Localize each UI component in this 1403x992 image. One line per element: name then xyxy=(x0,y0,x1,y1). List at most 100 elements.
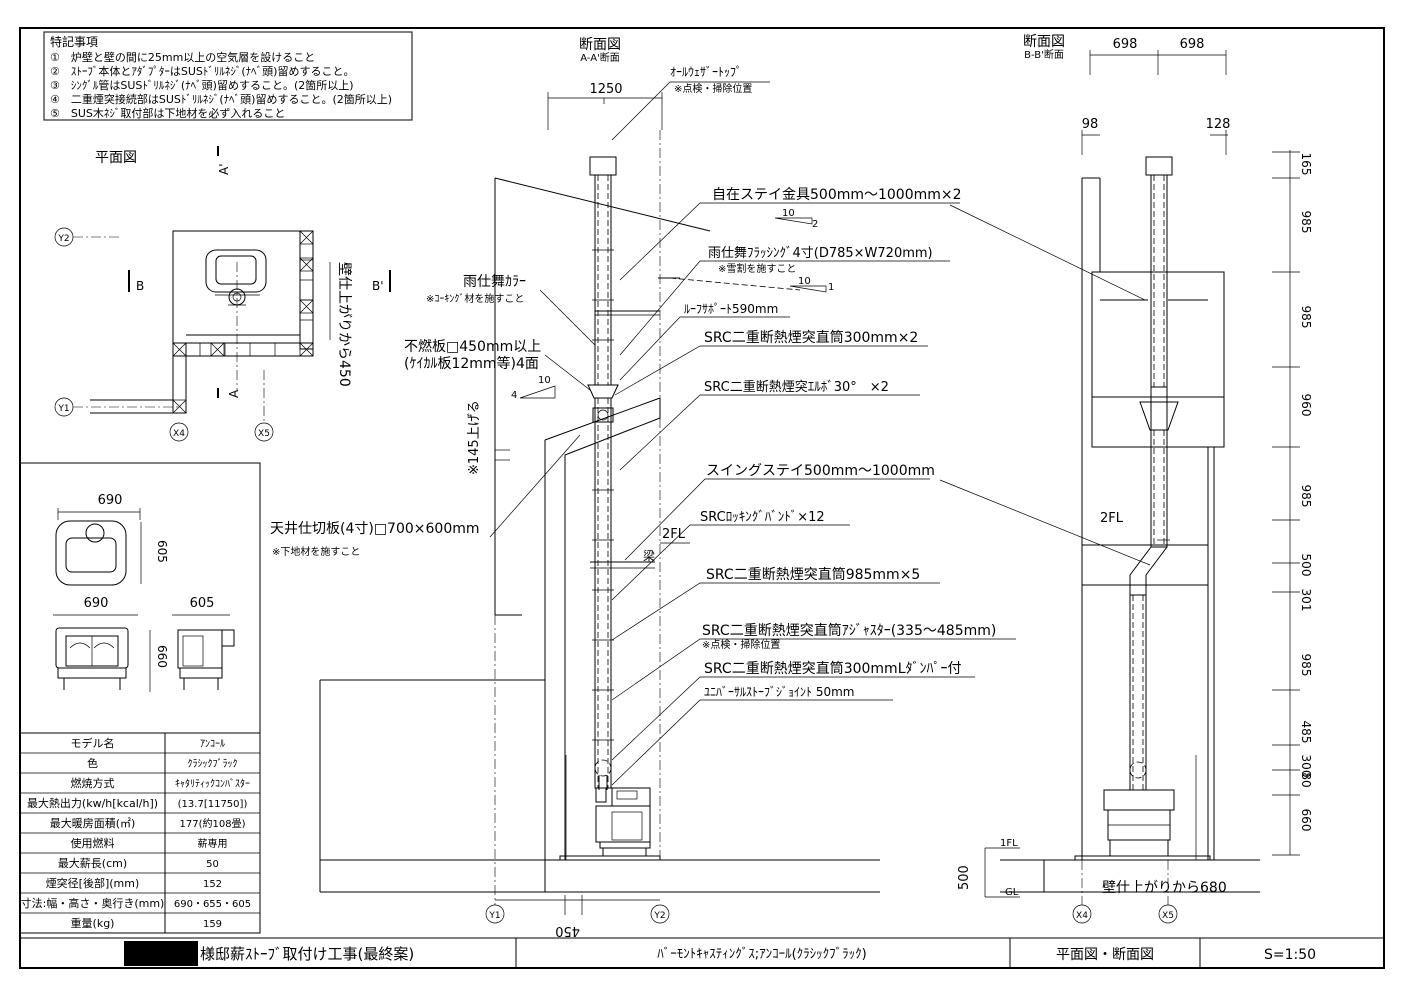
spec-row-key: 最大暖房面積(㎡) xyxy=(50,816,136,830)
b-wall-note: 壁仕上がりから680 xyxy=(1102,880,1227,896)
dim-98: 98 xyxy=(1082,117,1099,132)
spec-row-value: 159 xyxy=(203,919,222,930)
label-stay: 自在ステイ金具500mm～1000mm×2 xyxy=(712,187,962,203)
label-straight-985: SRC二重断熱煙突直筒985mm×5 xyxy=(706,566,920,583)
plan-wall-note: 壁仕上がりから450 xyxy=(336,262,352,387)
grid-circle-b-x4 xyxy=(1072,904,1092,924)
label-all-weather-top: ｵｰﾙｳｪｻﾞｰﾄｯﾌﾟ xyxy=(670,65,742,79)
slope-c-run: 10 xyxy=(538,375,551,386)
section-a-labels: ｵｰﾙｳｪｻﾞｰﾄｯﾌﾟ ※点検・掃除位置 自在ステイ金具500mm～1000m… xyxy=(270,65,1016,786)
spec-row-key: モデル名 xyxy=(71,736,115,750)
dim-698-a: 698 xyxy=(1113,37,1138,52)
label-ceiling: 天井仕切板(4寸)□700×600mm xyxy=(270,521,480,537)
label-locking: SRCﾛｯｷﾝｸﾞﾊﾞﾝﾄﾞ×12 xyxy=(700,510,825,525)
spec-top-width: 690 xyxy=(98,493,123,508)
plan-mark-b: B xyxy=(136,279,144,293)
section-b: 断面図 B-B'断面 698 698 98 128 xyxy=(939,34,1313,924)
dim-1250: 1250 xyxy=(589,82,622,97)
spec-row-key: 煙突径[後部](mm) xyxy=(46,876,140,890)
height-dim-label: 960 xyxy=(1299,394,1313,417)
title-product: ﾊﾞｰﾓﾝﾄｷｬｽﾃｨﾝｸﾞｽ;ｱﾝｺｰﾙ(ｸﾗｼｯｸﾌﾞﾗｯｸ) xyxy=(657,947,867,962)
spec-front-width: 690 xyxy=(84,596,109,611)
dim-698-b: 698 xyxy=(1180,37,1205,52)
note-5: ⑤ SUS木ﾈｼﾞ取付部は下地材を必ず入れること xyxy=(50,106,285,120)
floor-2fl-b: 2FL xyxy=(1100,511,1124,526)
dim-gl-500: 500 xyxy=(957,865,972,890)
spec-row-value: 50 xyxy=(206,859,219,870)
grid-circle-a-y1 xyxy=(485,904,505,924)
grid-y1-label: Y1 xyxy=(57,404,69,414)
section-b-subtitle: B-B'断面 xyxy=(1024,48,1064,61)
note-2: ② ｽﾄｰﾌﾞ本体とｱﾀﾞﾌﾟﾀｰはSUSﾄﾞﾘﾙﾈｼﾞ(ﾅﾍﾞ頭)留めすること… xyxy=(50,64,354,78)
spec-row-value: 690・655・605 xyxy=(174,899,251,910)
title-scale: S=1:50 xyxy=(1264,947,1316,963)
label-adjuster: SRC二重断熱煙突直筒ｱｼﾞｬｽﾀｰ(335～485mm) xyxy=(702,622,996,639)
grid-x5-label: X5 xyxy=(258,429,270,439)
slope-a-run: 10 xyxy=(782,208,795,219)
spec-row-value: 152 xyxy=(203,879,222,890)
spec-row-key: 寸法:幅・高さ・奥行き(mm) xyxy=(21,896,165,910)
grid-a-y2: Y2 xyxy=(653,911,665,921)
height-dim-label: 80 xyxy=(1299,772,1313,787)
redacted-name-block xyxy=(124,941,198,966)
slope-c-rise: 4 xyxy=(511,390,517,401)
grid-circle-a-y2 xyxy=(650,904,670,924)
height-dim-label: 301 xyxy=(1299,589,1313,612)
plan-mark-a-bottom: A xyxy=(227,389,241,398)
label-flashing-note: ※雪割を施すこと xyxy=(718,262,796,275)
spec-row-key: 最大薪長(cm) xyxy=(58,856,127,870)
spec-row-value: 177(約108畳) xyxy=(180,817,246,830)
spec-row-key: 最大熱出力(kw/h[kcal/h]) xyxy=(27,796,158,810)
note-4: ④ 二重煙突接続部はSUSﾄﾞﾘﾙﾈｼﾞ(ﾅﾍﾞ頭)留めすること。(2箇所以上) xyxy=(50,92,392,106)
plan-title: 平面図 xyxy=(95,150,137,166)
grid-x4-label: X4 xyxy=(173,429,185,439)
spec-row-key: 重量(kg) xyxy=(71,916,115,930)
label-gl: GL xyxy=(1005,887,1019,898)
height-dim-label: 985 xyxy=(1299,654,1313,677)
chimney-lower xyxy=(594,397,612,789)
grid-b-x4: X4 xyxy=(1076,911,1088,921)
slope-a-rise: 2 xyxy=(812,219,818,230)
title-block: 様邸薪ｽﾄｰﾌﾞ取付け工事(最終案) ﾊﾞｰﾓﾝﾄｷｬｽﾃｨﾝｸﾞｽ;ｱﾝｺｰﾙ… xyxy=(20,937,1384,968)
section-b-title: 断面図 xyxy=(1023,34,1065,50)
section-a-stove xyxy=(595,787,651,856)
height-dim-label: 985 xyxy=(1299,306,1313,329)
spec-table: モデル名ｱﾝｺｰﾙ色ｸﾗｼｯｸﾌﾞﾗｯｸ燃焼方式ｷｬﾀﾘﾃｨｯｸｺﾝﾊﾞｽﾀｰ最… xyxy=(19,732,261,934)
notes-title: 特記事項 xyxy=(50,34,98,49)
label-noncomb-1: 不燃板□450mm以上 xyxy=(404,338,541,355)
label-flashing: 雨仕舞ﾌﾗｯｼﾝｸﾞ4寸(D785×W720mm) xyxy=(708,246,933,261)
label-swing: スイングステイ500mm～1000mm xyxy=(706,463,935,479)
beam-label: 梁 xyxy=(643,548,655,563)
label-elbow: SRC二重断熱煙突ｴﾙﾎﾞ30° ×2 xyxy=(704,379,889,395)
spec-panel: 690 605 690 605 xyxy=(19,462,261,934)
label-roof-support: ﾙｰﾌｻﾎﾟｰﾄ590mm xyxy=(684,302,778,316)
label-straight-300: SRC二重断熱煙突直筒300mm×2 xyxy=(704,329,918,346)
note-1: ① 炉壁と壁の間に25mm以上の空気層を設けること xyxy=(50,50,315,64)
notes-box: 特記事項 ① 炉壁と壁の間に25mm以上の空気層を設けること ② ｽﾄｰﾌﾞ本体… xyxy=(43,31,413,121)
height-dim-label: 165 xyxy=(1299,153,1313,176)
spec-row-value: ｸﾗｼｯｸﾌﾞﾗｯｸ xyxy=(188,758,238,770)
label-1fl: 1FL xyxy=(1000,838,1018,849)
spec-stove-top-view xyxy=(55,520,127,586)
label-collar: 雨仕舞ｶﾗｰ xyxy=(463,274,526,290)
raise-145-note: ※145上げる xyxy=(467,400,482,475)
spec-stove-front-view xyxy=(55,627,129,690)
height-dim-label: 500 xyxy=(1299,554,1313,577)
section-a-title: 断面図 xyxy=(579,37,621,53)
title-sheet: 平面図・断面図 xyxy=(1056,947,1154,963)
label-noncomb-2: (ｹｲｶﾙ板12mm等)4面 xyxy=(404,355,539,372)
section-b-stove xyxy=(1103,789,1175,856)
label-damper: SRC二重断熱煙突直筒300mmLﾀﾞﾝﾊﾟｰ付 xyxy=(704,660,962,677)
spec-row-value: (13.7[11750]) xyxy=(178,799,248,810)
plan-mark-a-top: A' xyxy=(217,163,231,175)
dim-128: 128 xyxy=(1206,117,1231,132)
label-ceiling-note: ※下地材を施すこと xyxy=(272,545,360,558)
spec-stove-side-view xyxy=(177,629,235,690)
slope-b-rise: 1 xyxy=(828,282,834,293)
height-dim-label: 985 xyxy=(1299,211,1313,234)
spec-row-key: 燃焼方式 xyxy=(71,776,115,790)
grid-a-y1: Y1 xyxy=(488,911,500,921)
